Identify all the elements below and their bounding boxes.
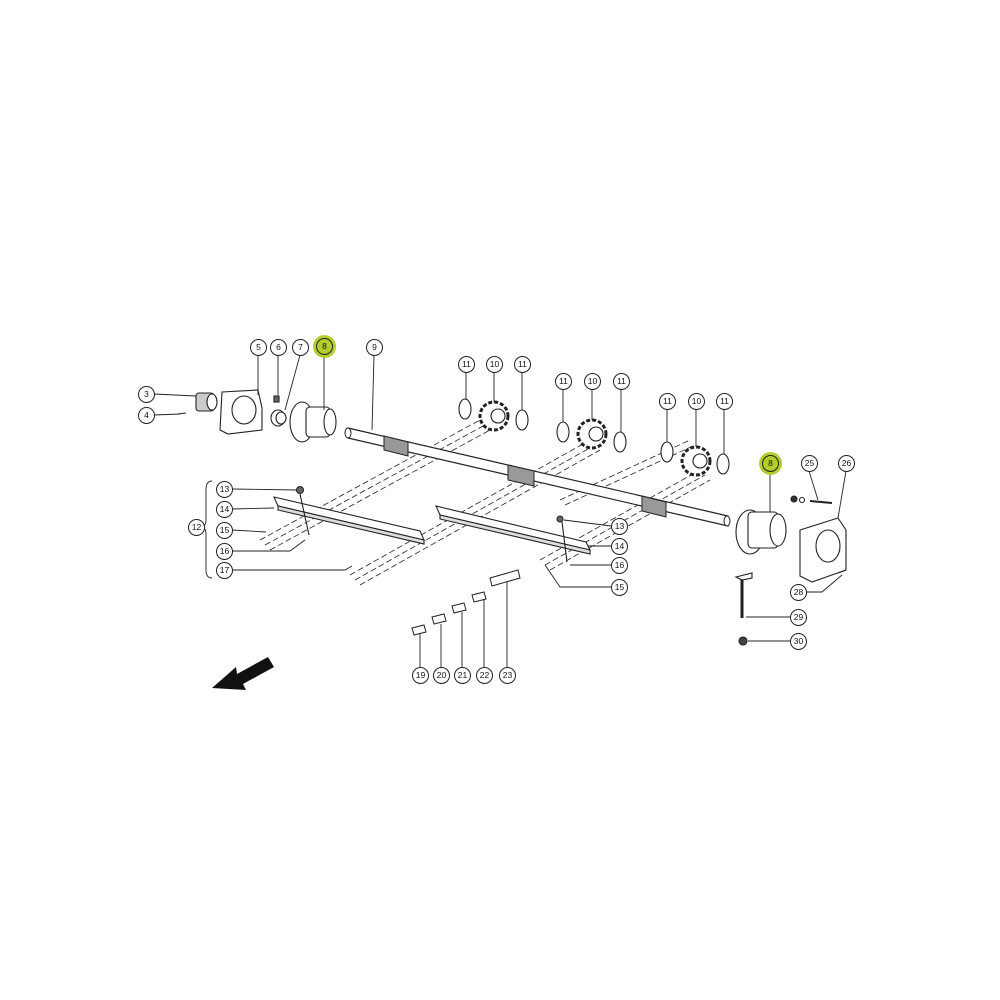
callout-30[interactable]: 30 — [790, 633, 807, 650]
shaft — [344, 427, 731, 527]
callout-8-highlighted[interactable]: 8 — [316, 338, 333, 355]
callout-25[interactable]: 25 — [801, 455, 818, 472]
callout-11[interactable]: 11 — [458, 356, 475, 373]
callout-5[interactable]: 5 — [250, 339, 267, 356]
callout-4[interactable]: 4 — [138, 407, 155, 424]
callout-16[interactable]: 16 — [216, 543, 233, 560]
callout-10[interactable]: 10 — [688, 393, 705, 410]
callout-12[interactable]: 12 — [188, 519, 205, 536]
callout-10[interactable]: 10 — [584, 373, 601, 390]
callout-11[interactable]: 11 — [613, 373, 630, 390]
rails — [273, 485, 592, 563]
callout-7[interactable]: 7 — [292, 339, 309, 356]
callout-8-highlighted[interactable]: 8 — [762, 455, 779, 472]
callout-14[interactable]: 14 — [611, 538, 628, 555]
callout-6[interactable]: 6 — [270, 339, 287, 356]
sprockets — [458, 398, 730, 477]
callout-23[interactable]: 23 — [499, 667, 516, 684]
callout-10[interactable]: 10 — [486, 356, 503, 373]
left-bearing-assembly — [177, 389, 337, 443]
callout-15[interactable]: 15 — [611, 579, 628, 596]
direction-arrow — [212, 657, 274, 690]
callout-21[interactable]: 21 — [454, 667, 471, 684]
callout-11[interactable]: 11 — [555, 373, 572, 390]
callout-29[interactable]: 29 — [790, 609, 807, 626]
callout-13[interactable]: 13 — [611, 518, 628, 535]
callout-20[interactable]: 20 — [433, 667, 450, 684]
callout-9[interactable]: 9 — [366, 339, 383, 356]
callout-11[interactable]: 11 — [514, 356, 531, 373]
callout-26[interactable]: 26 — [838, 455, 855, 472]
callout-28[interactable]: 28 — [790, 584, 807, 601]
callout-3[interactable]: 3 — [138, 386, 155, 403]
callout-15[interactable]: 15 — [216, 522, 233, 539]
right-bearing-assembly — [734, 495, 847, 646]
callout-11[interactable]: 11 — [659, 393, 676, 410]
leader-lines — [153, 354, 847, 667]
callout-22[interactable]: 22 — [476, 667, 493, 684]
callout-17[interactable]: 17 — [216, 562, 233, 579]
callout-11[interactable]: 11 — [716, 393, 733, 410]
callout-16[interactable]: 16 — [611, 557, 628, 574]
callout-13[interactable]: 13 — [216, 481, 233, 498]
callout-14[interactable]: 14 — [216, 501, 233, 518]
chain-links — [411, 569, 521, 636]
callout-19[interactable]: 19 — [412, 667, 429, 684]
